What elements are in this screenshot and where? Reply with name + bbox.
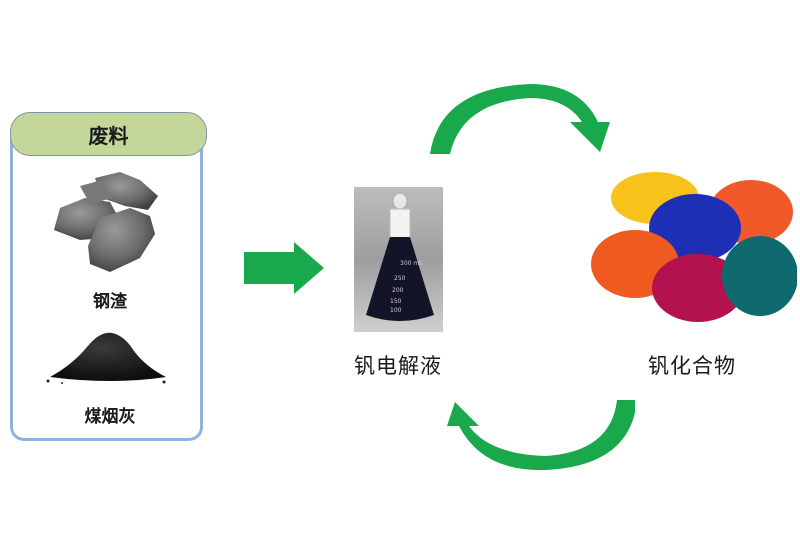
powder-magenta — [652, 254, 744, 322]
rock-3 — [88, 208, 155, 272]
flask-mark: 300 mL — [400, 260, 423, 267]
colored-powders-photo — [591, 172, 797, 322]
right-arrow-icon — [244, 242, 324, 294]
coal-soot-label: 煤烟灰 — [84, 407, 136, 427]
rock-1 — [95, 172, 158, 210]
powder-blue — [649, 194, 741, 262]
waste-header: 废料 — [10, 112, 207, 156]
electrolyte-label: 钒电解液 — [354, 354, 442, 378]
flask-mark: 150 — [390, 298, 402, 305]
powder-teal — [722, 236, 797, 316]
flask-photo: 300 mL 250 200 150 100 — [354, 187, 443, 332]
flask-mark: 200 — [392, 287, 404, 294]
curved-arrow-bottom-icon — [447, 400, 635, 471]
waste-title: 废料 — [88, 123, 129, 148]
waste-panel — [10, 128, 203, 441]
soot-pile — [50, 332, 166, 381]
flask-mark: 100 — [390, 307, 402, 314]
flask-mark: 250 — [394, 275, 406, 282]
steel-slag-photo — [54, 172, 158, 272]
rock-4 — [80, 180, 112, 204]
coal-soot-photo — [46, 332, 166, 384]
curved-arrow-top-icon — [430, 84, 610, 154]
steel-slag-label: 钢渣 — [93, 292, 127, 312]
compounds-label: 钒化合物 — [648, 354, 736, 378]
flask-icon: 300 mL 250 200 150 100 — [366, 192, 434, 321]
